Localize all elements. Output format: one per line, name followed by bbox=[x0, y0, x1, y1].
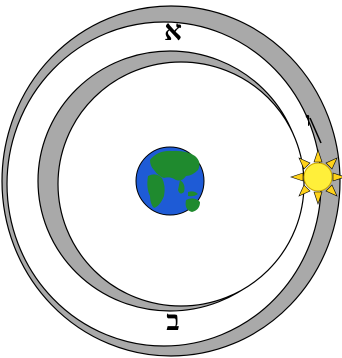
earth-globe-icon bbox=[136, 147, 204, 215]
pointer-label: ו bbox=[305, 107, 310, 131]
top-label: א bbox=[164, 14, 182, 47]
bottom-label: ב bbox=[166, 304, 180, 337]
